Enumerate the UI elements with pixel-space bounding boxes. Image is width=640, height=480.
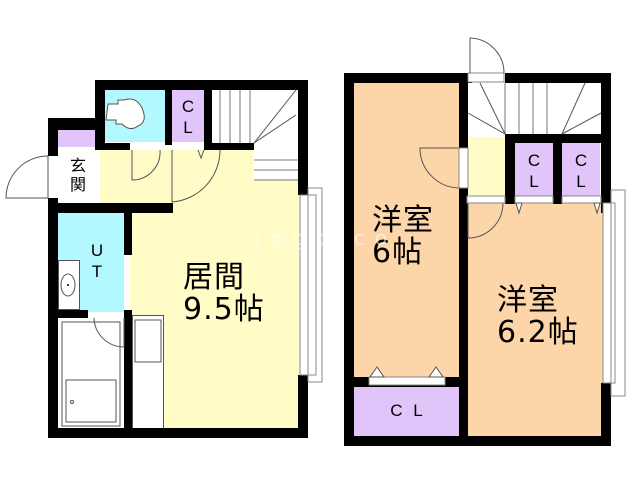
- entrance-closet: [58, 130, 96, 147]
- bathroom: [58, 318, 124, 430]
- wall: [459, 73, 468, 168]
- wall: [48, 428, 308, 438]
- wall: [48, 198, 58, 438]
- wall: [601, 383, 611, 446]
- watermark: jogo.co: [255, 226, 397, 250]
- closet-a: [515, 143, 553, 196]
- entrance-label: 玄関: [69, 156, 86, 195]
- hallway: [467, 137, 505, 195]
- wall: [344, 73, 354, 446]
- closet-a-label: C L: [527, 151, 541, 192]
- wall: [165, 80, 172, 145]
- wall: [298, 80, 308, 195]
- wall: [298, 375, 308, 438]
- western-room-6: [353, 82, 460, 382]
- wall: [601, 73, 611, 213]
- wall: [459, 188, 468, 446]
- closet-bottom: [353, 387, 460, 437]
- entrance: [58, 150, 100, 205]
- wall: [95, 80, 105, 150]
- stairs: [467, 82, 603, 137]
- utility-label: U T: [90, 241, 104, 282]
- western-room-6-2-label: 洋室 6.2帖: [497, 283, 579, 350]
- stairs-lower: [253, 150, 300, 180]
- closet: [172, 90, 204, 142]
- wall: [204, 80, 212, 150]
- wall: [204, 143, 254, 150]
- closet-b-label: C L: [574, 151, 588, 192]
- wall: [344, 73, 472, 83]
- wall: [48, 203, 173, 213]
- wall: [95, 143, 130, 150]
- wall: [95, 80, 307, 90]
- closet-b: [562, 143, 600, 196]
- wall: [56, 310, 88, 318]
- wall: [48, 118, 100, 130]
- wall: [505, 73, 610, 83]
- kitchen-counter: [132, 315, 164, 430]
- western-room-6-2: [467, 203, 603, 438]
- wall: [553, 134, 562, 204]
- closet-bottom-label: C L: [390, 401, 423, 420]
- living-room-label: 居間 9.5帖: [183, 260, 265, 327]
- wall: [124, 210, 132, 255]
- western-room-6-label: 洋室 6帖: [372, 203, 434, 270]
- wall: [124, 310, 132, 438]
- wall: [48, 118, 58, 156]
- closet-label: C L: [181, 97, 195, 138]
- wall: [505, 134, 515, 204]
- wall: [344, 436, 610, 446]
- entrance-hall-floor: [100, 150, 172, 205]
